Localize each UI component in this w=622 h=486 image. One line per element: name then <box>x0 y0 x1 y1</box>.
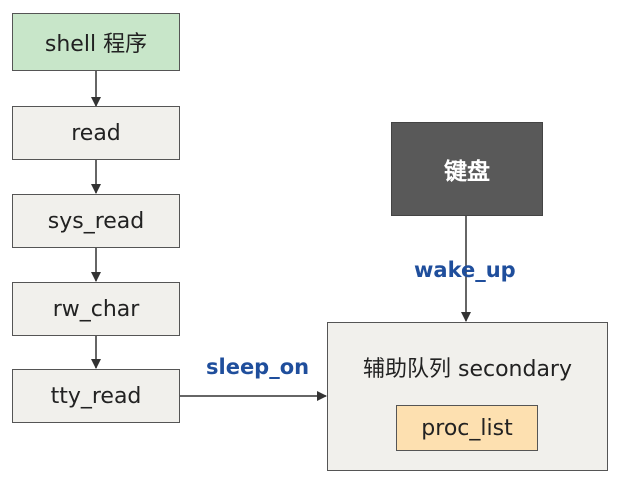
node-shell-label: shell 程序 <box>44 32 148 57</box>
node-sys-read: sys_read <box>12 194 180 248</box>
edge-label-wake-up: wake_up <box>414 258 516 282</box>
node-keyboard: 键盘 <box>391 122 543 216</box>
node-shell: shell 程序 <box>12 13 180 71</box>
node-proc-list: proc_list <box>396 405 538 451</box>
node-read: read <box>12 106 180 160</box>
node-rw-char: rw_char <box>12 282 180 336</box>
node-proc-list-label: proc_list <box>421 415 513 441</box>
node-tty-read-label: tty_read <box>50 383 142 409</box>
node-read-label: read <box>71 120 121 146</box>
node-secondary-label: 辅助队列 secondary <box>362 357 572 382</box>
edge-label-sleep-on: sleep_on <box>206 355 310 379</box>
node-tty-read: tty_read <box>12 369 180 423</box>
node-sys-read-label: sys_read <box>47 208 145 234</box>
node-keyboard-label: 键盘 <box>444 159 490 185</box>
node-rw-char-label: rw_char <box>52 296 140 322</box>
